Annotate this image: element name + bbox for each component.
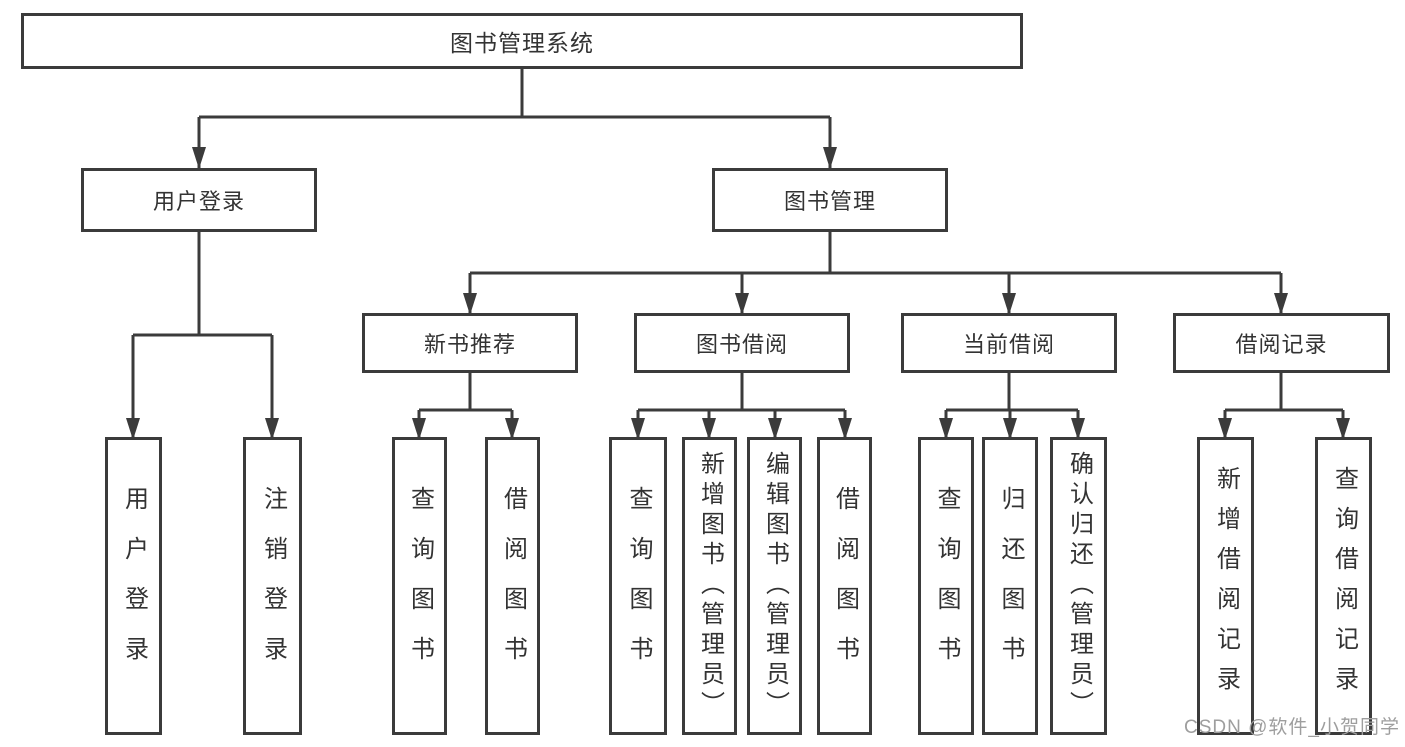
leaf-borrow-books-recommend: 借阅图书 xyxy=(485,437,540,735)
leaf-query-borrow-record: 查询借阅记录 xyxy=(1315,437,1372,735)
node-current-borrow: 当前借阅 xyxy=(901,313,1117,373)
node-borrow-records: 借阅记录 xyxy=(1173,313,1390,373)
leaf-query-books-borrow: 查询图书 xyxy=(609,437,667,735)
connector-userlogin-trunk xyxy=(133,232,272,337)
node-library-management-system: 图书管理系统 xyxy=(21,13,1023,69)
connector-bookmgmt-trunk xyxy=(470,232,1281,275)
leaf-add-borrow-record: 新增借阅记录 xyxy=(1197,437,1254,735)
leaf-edit-books-admin: 编辑图书（管理员） xyxy=(747,437,802,735)
connector-bookborrow-trunk xyxy=(638,373,845,412)
connector-borrowrecords-trunk xyxy=(1225,373,1343,412)
leaf-confirm-return-admin: 确认归还（管理员） xyxy=(1050,437,1107,735)
leaf-logout-login: 注销登录 xyxy=(243,437,302,735)
leaf-query-books-recommend: 查询图书 xyxy=(392,437,447,735)
node-new-book-recommend: 新书推荐 xyxy=(362,313,578,373)
leaf-borrow-books: 借阅图书 xyxy=(817,437,872,735)
connector-newbook-trunk xyxy=(419,373,512,412)
leaf-query-books-current: 查询图书 xyxy=(918,437,974,735)
leaf-return-books: 归还图书 xyxy=(982,437,1038,735)
leaf-user-login: 用户登录 xyxy=(105,437,162,735)
connector-root-trunk xyxy=(199,69,830,119)
connector-currentborrow-trunk xyxy=(946,373,1078,412)
node-book-borrow: 图书借阅 xyxy=(634,313,850,373)
leaf-add-books-admin: 新增图书（管理员） xyxy=(682,437,737,735)
csdn-watermark: CSDN @软件_小贺同学 xyxy=(1184,717,1400,738)
node-user-login: 用户登录 xyxy=(81,168,317,232)
node-book-management: 图书管理 xyxy=(712,168,948,232)
